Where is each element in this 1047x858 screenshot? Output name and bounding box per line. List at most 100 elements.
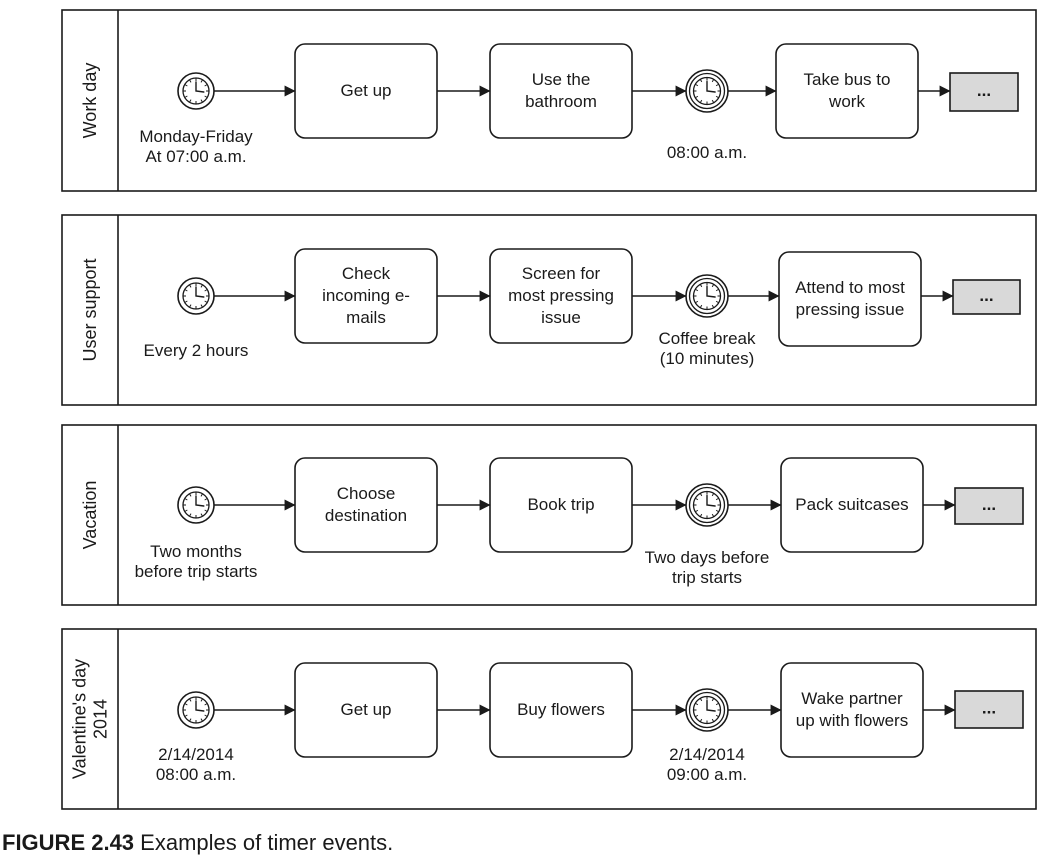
clock-tick — [695, 509, 699, 513]
clock-tick — [204, 84, 208, 87]
task-label: Get up — [340, 700, 391, 719]
clock-tick — [189, 99, 192, 103]
task-label: Book trip — [527, 495, 594, 514]
clock-tick — [200, 513, 203, 517]
clock-tick — [184, 84, 188, 87]
task-label-line: mails — [346, 308, 386, 327]
task-label: Pack suitcases — [795, 495, 908, 514]
start-event-label-line: 08:00 a.m. — [156, 765, 236, 784]
timer-intermediate-clock-icon[interactable] — [685, 69, 729, 113]
clock-hands — [706, 285, 716, 298]
clock-tick — [699, 698, 703, 702]
start-event-label: Every 2 hours — [144, 341, 249, 360]
clock-tick — [204, 498, 208, 501]
continuation-label: ... — [979, 286, 993, 305]
clock-tick — [715, 509, 719, 513]
clock-tick — [200, 493, 203, 497]
task-label-line: destination — [325, 506, 407, 525]
clock-tick — [189, 304, 192, 308]
task-box[interactable] — [294, 457, 438, 553]
clock-hands — [195, 495, 205, 507]
caption-figure-number: FIGURE 2.43 — [2, 830, 135, 855]
continuation-box[interactable] — [954, 690, 1024, 729]
clock-tick — [189, 493, 192, 497]
pool-title-line: Work day — [80, 63, 100, 139]
task-label: Choose destination — [325, 484, 407, 525]
task-label-line: Choose — [337, 484, 396, 503]
task-box[interactable] — [489, 43, 633, 139]
timer-event-label-line: Two days before — [645, 548, 770, 567]
timer-intermediate-clock-icon[interactable] — [685, 483, 729, 527]
timer-start-clock-icon[interactable] — [177, 486, 215, 524]
pool-title: Work day — [80, 63, 100, 139]
figure-caption: FIGURE 2.43 Examples of timer events. — [2, 830, 393, 856]
task-box[interactable] — [775, 43, 919, 139]
clock-tick — [695, 83, 699, 87]
clock-tick — [189, 79, 192, 83]
clock-tick — [711, 698, 715, 702]
timer-start-clock-icon[interactable] — [177, 72, 215, 110]
clock-tick — [711, 513, 715, 517]
start-event-label-line: At 07:00 a.m. — [145, 147, 246, 166]
clock-tick — [711, 79, 715, 83]
clock-tick — [695, 300, 699, 304]
clock-tick — [715, 702, 719, 706]
clock-hands — [195, 700, 205, 712]
pool-title: Vacation — [80, 481, 100, 550]
clock-tick — [189, 513, 192, 517]
pool-title-line: User support — [80, 258, 100, 361]
continuation-label: ... — [982, 495, 996, 514]
clock-tick — [184, 95, 188, 98]
pool-title-group: Work day — [80, 63, 100, 139]
clock-tick — [699, 99, 703, 103]
clock-tick — [189, 718, 192, 722]
pool-title-line: 2014 — [91, 699, 111, 739]
clock-tick — [200, 718, 203, 722]
task-label: Buy flowers — [517, 700, 605, 719]
task-label-line: most pressing — [508, 286, 614, 305]
clock-tick — [204, 95, 208, 98]
clock-tick — [715, 95, 719, 99]
clock-tick — [715, 714, 719, 718]
clock-tick — [204, 509, 208, 512]
clock-tick — [711, 99, 715, 103]
clock-tick — [715, 288, 719, 292]
clock-tick — [695, 288, 699, 292]
clock-hands — [706, 494, 716, 507]
clock-hands — [706, 699, 716, 712]
task-label-line: Pack suitcases — [795, 495, 908, 514]
timer-event-label-line: trip starts — [672, 568, 742, 587]
task-box[interactable] — [778, 251, 922, 347]
continuation-box[interactable] — [949, 72, 1019, 112]
start-event-label-line: Monday-Friday — [139, 127, 253, 146]
timer-intermediate-clock-icon[interactable] — [685, 688, 729, 732]
timer-event-label-line: (10 minutes) — [660, 349, 754, 368]
timer-intermediate-clock-icon[interactable] — [685, 274, 729, 318]
task-label-line: Get up — [340, 700, 391, 719]
task-label-line: Use the — [532, 70, 591, 89]
timer-event-label-line: 08:00 a.m. — [667, 143, 747, 162]
continuation-label: ... — [977, 81, 991, 100]
clock-tick — [200, 304, 203, 308]
task-box[interactable] — [780, 662, 924, 758]
clock-tick — [695, 702, 699, 706]
timer-start-clock-icon[interactable] — [177, 691, 215, 729]
timer-event-label-line: 09:00 a.m. — [667, 765, 747, 784]
clock-tick — [200, 698, 203, 702]
clock-tick — [695, 714, 699, 718]
clock-tick — [695, 497, 699, 501]
continuation-box[interactable] — [952, 279, 1021, 315]
timer-start-clock-icon[interactable] — [177, 277, 215, 315]
